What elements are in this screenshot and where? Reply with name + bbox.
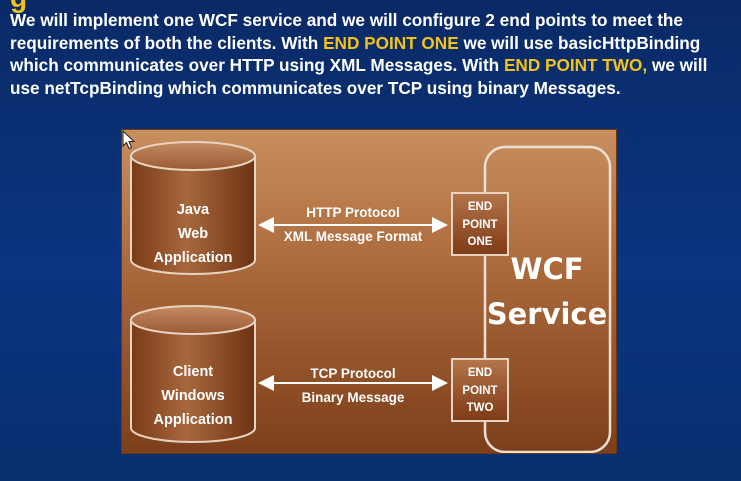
- diagram-shapes: [130, 141, 612, 453]
- slide-title-fragment: g: [10, 0, 27, 14]
- endpoint-one-highlight: END POINT ONE: [323, 32, 459, 53]
- paragraph-text-2: we will use basicHttpBinding which commu…: [10, 32, 701, 76]
- client-windows-app-label: Client Windows Application: [153, 364, 233, 428]
- database-cylinder-java: [130, 141, 256, 275]
- mouse-cursor-icon: [122, 130, 136, 150]
- paragraph-text-1: We will implement one WCF service and we…: [10, 10, 683, 53]
- paragraph-text-3: we will use netTcpBinding which communic…: [10, 55, 708, 98]
- endpoint-one-box: END POINT ONE: [451, 192, 509, 256]
- service-frame: [483, 145, 612, 453]
- http-connection-label: HTTP Protocol XML Message Format: [283, 205, 423, 244]
- endpoint-two-highlight: END POINT TWO,: [503, 55, 648, 75]
- tcp-connection-label: TCP Protocol Binary Message: [301, 366, 405, 405]
- slide-paragraph: We will implement one WCF service and we…: [10, 9, 732, 99]
- wcf-service-label: WCF Service: [486, 252, 608, 331]
- architecture-diagram: Java Web Application Client Windows Appl…: [122, 130, 616, 453]
- java-web-app-label: Java Web Application: [153, 202, 233, 266]
- endpoint-two-box: END POINT TWO: [451, 358, 509, 422]
- database-cylinder-client: [130, 305, 256, 443]
